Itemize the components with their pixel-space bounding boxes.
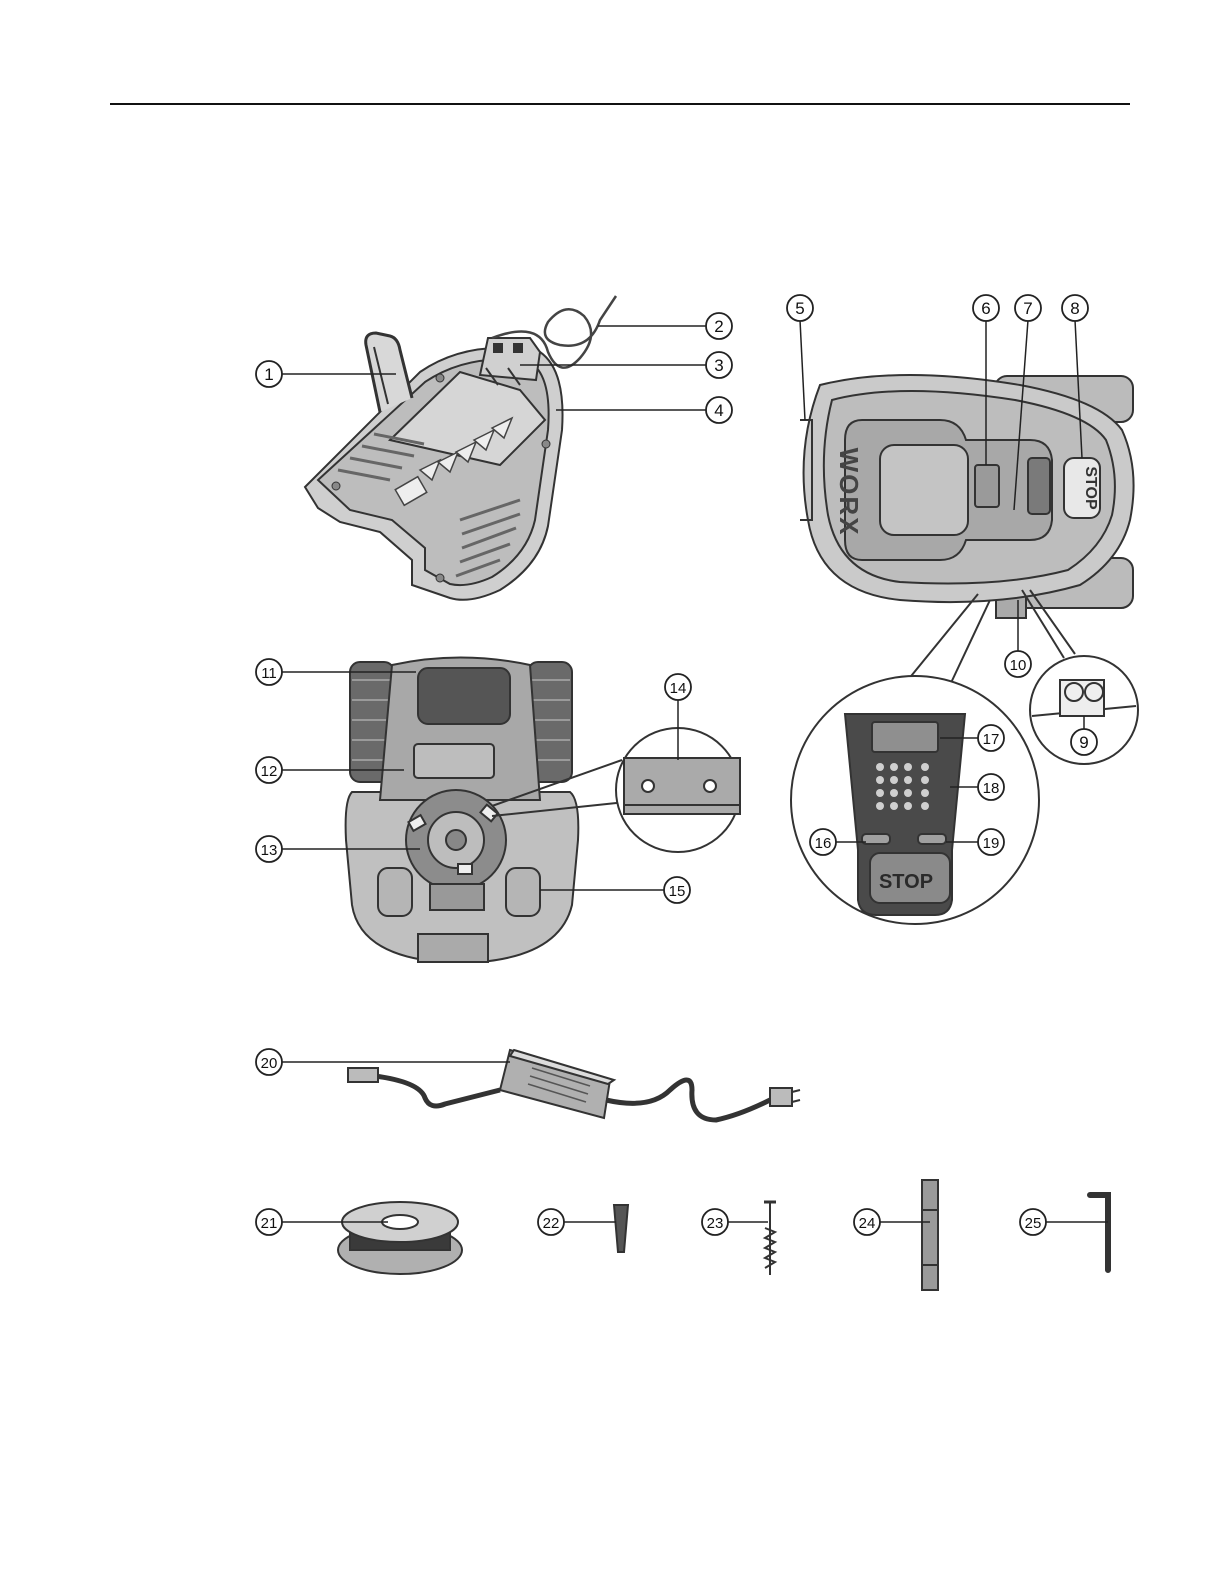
svg-text:13: 13 <box>261 842 278 859</box>
callout-19: 19 <box>977 828 1005 856</box>
callout-1: 1 <box>255 360 283 388</box>
svg-text:7: 7 <box>1023 299 1032 318</box>
svg-text:2: 2 <box>714 317 723 336</box>
contacts-inset-illustration <box>1021 589 1139 765</box>
callout-21: 21 <box>255 1208 283 1236</box>
callout-4: 4 <box>705 396 733 424</box>
svg-text:3: 3 <box>714 356 723 375</box>
svg-text:9: 9 <box>1079 733 1088 752</box>
svg-text:17: 17 <box>983 731 1000 748</box>
callout-9: 9 <box>1070 728 1098 756</box>
hex-key-illustration <box>1087 1192 1111 1273</box>
callout-25: 25 <box>1019 1208 1047 1236</box>
callout-18: 18 <box>977 773 1005 801</box>
svg-text:16: 16 <box>815 835 832 852</box>
svg-text:5: 5 <box>795 299 804 318</box>
svg-text:12: 12 <box>261 763 278 780</box>
svg-text:4: 4 <box>714 401 723 420</box>
svg-text:24: 24 <box>859 1215 876 1232</box>
gauge-illustration <box>921 1179 939 1291</box>
callout-24: 24 <box>853 1208 881 1236</box>
wire-spool-illustration <box>337 1201 463 1275</box>
mower-top-view-illustration: STOP WORX <box>800 374 1135 619</box>
callout-16: 16 <box>809 828 837 856</box>
callout-22: 22 <box>537 1208 565 1236</box>
svg-text:21: 21 <box>261 1215 278 1232</box>
mower-underside-illustration <box>344 656 580 963</box>
svg-text:15: 15 <box>669 883 686 900</box>
callout-23: 23 <box>701 1208 729 1236</box>
callout-2: 2 <box>705 312 733 340</box>
callout-13: 13 <box>255 835 283 863</box>
svg-text:25: 25 <box>1025 1215 1042 1232</box>
callout-8: 8 <box>1061 294 1089 322</box>
callout-7: 7 <box>1014 294 1042 322</box>
callout-3: 3 <box>705 351 733 379</box>
power-supply-illustration <box>347 1048 801 1123</box>
callout-5: 5 <box>786 294 814 322</box>
callout-14: 14 <box>664 673 692 701</box>
svg-text:22: 22 <box>543 1215 560 1232</box>
callout-12: 12 <box>255 756 283 784</box>
keypad-magnifier-illustration: STOP <box>790 593 1040 925</box>
peg-illustration <box>612 1204 630 1253</box>
callout-15: 15 <box>663 876 691 904</box>
svg-text:1: 1 <box>264 365 273 384</box>
mower-brand-text: WORX <box>834 448 864 537</box>
svg-text:18: 18 <box>983 780 1000 797</box>
svg-text:11: 11 <box>261 665 277 682</box>
charging-base-illustration <box>303 295 618 601</box>
keypad-stop-label: STOP <box>879 871 933 893</box>
leader-lines <box>282 319 1108 1223</box>
callout-10: 10 <box>1004 650 1032 678</box>
callout-20: 20 <box>255 1048 283 1076</box>
mower-stop-label: STOP <box>1082 466 1099 510</box>
svg-text:14: 14 <box>670 680 687 697</box>
svg-text:19: 19 <box>983 835 1000 852</box>
svg-text:6: 6 <box>981 299 990 318</box>
screw-illustration <box>762 1200 778 1275</box>
blade-inset-illustration <box>491 727 741 853</box>
callout-6: 6 <box>972 294 1000 322</box>
callout-17: 17 <box>977 724 1005 752</box>
svg-text:23: 23 <box>707 1215 724 1232</box>
keypad-keys <box>876 763 929 810</box>
svg-text:8: 8 <box>1070 299 1079 318</box>
callout-labels: 1 2 3 4 5 6 7 8 9 10 11 12 13 14 15 16 1… <box>255 294 1098 1236</box>
svg-text:10: 10 <box>1010 657 1027 674</box>
svg-text:20: 20 <box>261 1055 278 1072</box>
callout-11: 11 <box>255 658 283 686</box>
